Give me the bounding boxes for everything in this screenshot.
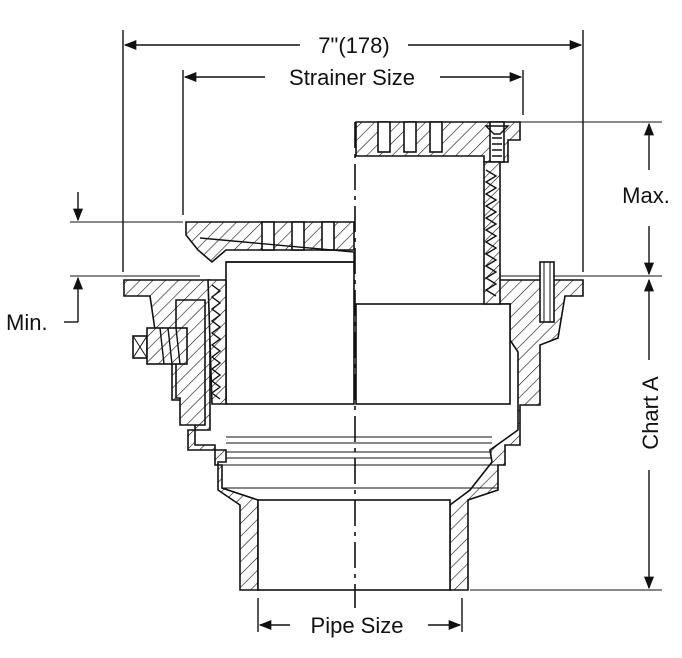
threaded-insert [207,261,511,405]
flange-screw [539,261,555,323]
min-label: Min. [6,310,48,335]
dimension-chart-a [470,278,662,591]
chart-a-label: Chart A [638,376,663,450]
overall-width-label: 7"(178) [318,33,389,58]
dimension-min [64,192,200,323]
max-label: Max. [622,183,670,208]
dimension-max [497,121,662,277]
strainer-max-position [355,121,521,305]
dimension-overall-width [122,30,584,272]
drain-body-right [449,279,584,591]
strainer-size-label: Strainer Size [289,65,415,90]
dimension-pipe-size [257,598,463,632]
pipe-size-label: Pipe Size [311,613,404,638]
strainer-min-position [185,221,355,264]
dimension-strainer-size [182,70,524,215]
side-bolt [132,327,188,365]
outlet-bore [222,436,498,591]
